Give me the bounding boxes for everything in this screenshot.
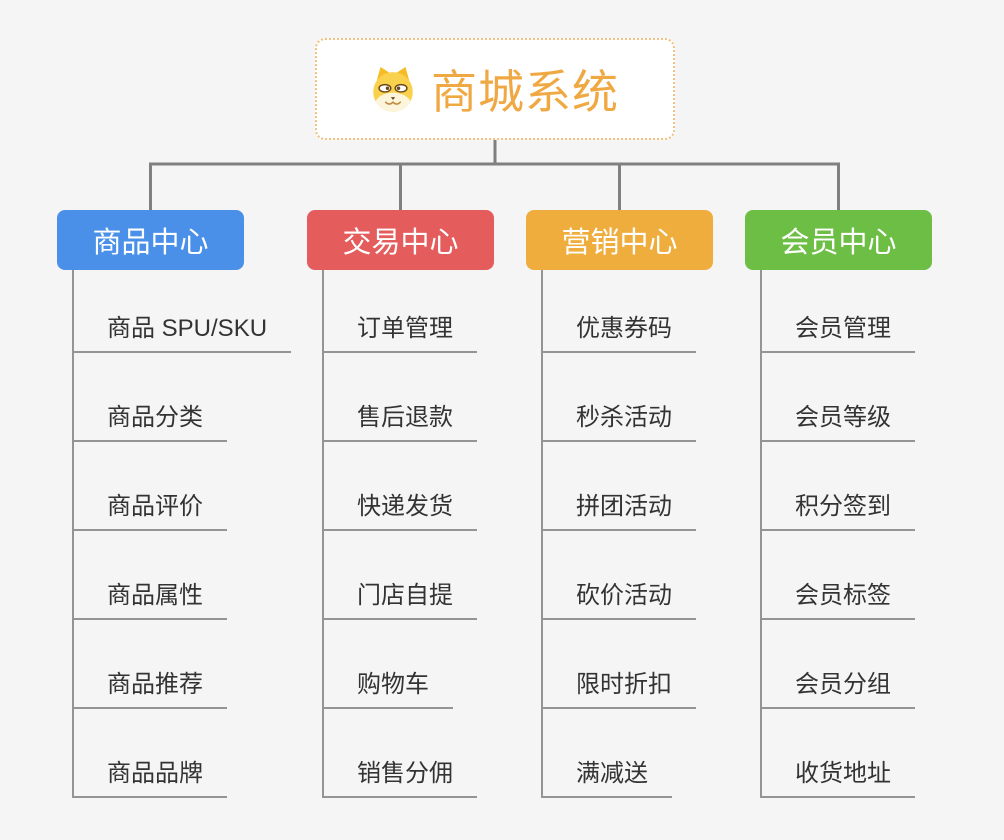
leaf-item[interactable]: 商品评价 [74, 442, 227, 531]
leaf-item[interactable]: 售后退款 [324, 353, 477, 442]
branch-label: 交易中心 [342, 227, 459, 259]
root-node[interactable]: 商城系统 [315, 38, 675, 140]
branch-label: 营销中心 [561, 227, 678, 259]
branch-label: 商品中心 [92, 227, 209, 259]
leaf-item[interactable]: 商品属性 [74, 531, 227, 620]
leaf-item[interactable]: 快递发货 [324, 442, 477, 531]
branch-column-member: 会员管理 会员等级 积分签到 会员标签 会员分组 收货地址 [760, 270, 915, 798]
leaf-item[interactable]: 购物车 [324, 620, 453, 709]
leaf-item[interactable]: 销售分佣 [324, 709, 477, 798]
branch-label: 会员中心 [780, 227, 897, 259]
leaf-item[interactable]: 商品分类 [74, 353, 227, 442]
leaf-item[interactable]: 收货地址 [762, 709, 915, 798]
leaf-item[interactable]: 门店自提 [324, 531, 477, 620]
leaf-item[interactable]: 秒杀活动 [543, 353, 696, 442]
branch-node-marketing[interactable]: 营销中心 [526, 210, 713, 270]
leaf-item[interactable]: 积分签到 [762, 442, 915, 531]
leaf-item[interactable]: 会员标签 [762, 531, 915, 620]
leaf-item[interactable]: 商品 SPU/SKU [74, 270, 292, 353]
leaf-item[interactable]: 拼团活动 [543, 442, 696, 531]
branch-node-trade[interactable]: 交易中心 [307, 210, 494, 270]
branch-node-product[interactable]: 商品中心 [57, 210, 244, 270]
branch-node-member[interactable]: 会员中心 [745, 210, 932, 270]
leaf-item[interactable]: 限时折扣 [543, 620, 696, 709]
leaf-item[interactable]: 会员管理 [762, 270, 915, 353]
branch-column-trade: 订单管理 售后退款 快递发货 门店自提 购物车 销售分佣 [322, 270, 477, 798]
leaf-item[interactable]: 优惠券码 [543, 270, 696, 353]
branch-column-product: 商品 SPU/SKU 商品分类 商品评价 商品属性 商品推荐 商品品牌 [72, 270, 292, 798]
root-title: 商城系统 [431, 66, 619, 118]
leaf-item[interactable]: 会员分组 [762, 620, 915, 709]
leaf-item[interactable]: 商品品牌 [74, 709, 227, 798]
leaf-item[interactable]: 砍价活动 [543, 531, 696, 620]
leaf-item[interactable]: 满减送 [543, 709, 672, 798]
leaf-item[interactable]: 商品推荐 [74, 620, 227, 709]
shiba-dog-icon [371, 65, 415, 113]
leaf-item[interactable]: 订单管理 [324, 270, 477, 353]
leaf-item[interactable]: 会员等级 [762, 353, 915, 442]
branch-column-marketing: 优惠券码 秒杀活动 拼团活动 砍价活动 限时折扣 满减送 [541, 270, 696, 798]
